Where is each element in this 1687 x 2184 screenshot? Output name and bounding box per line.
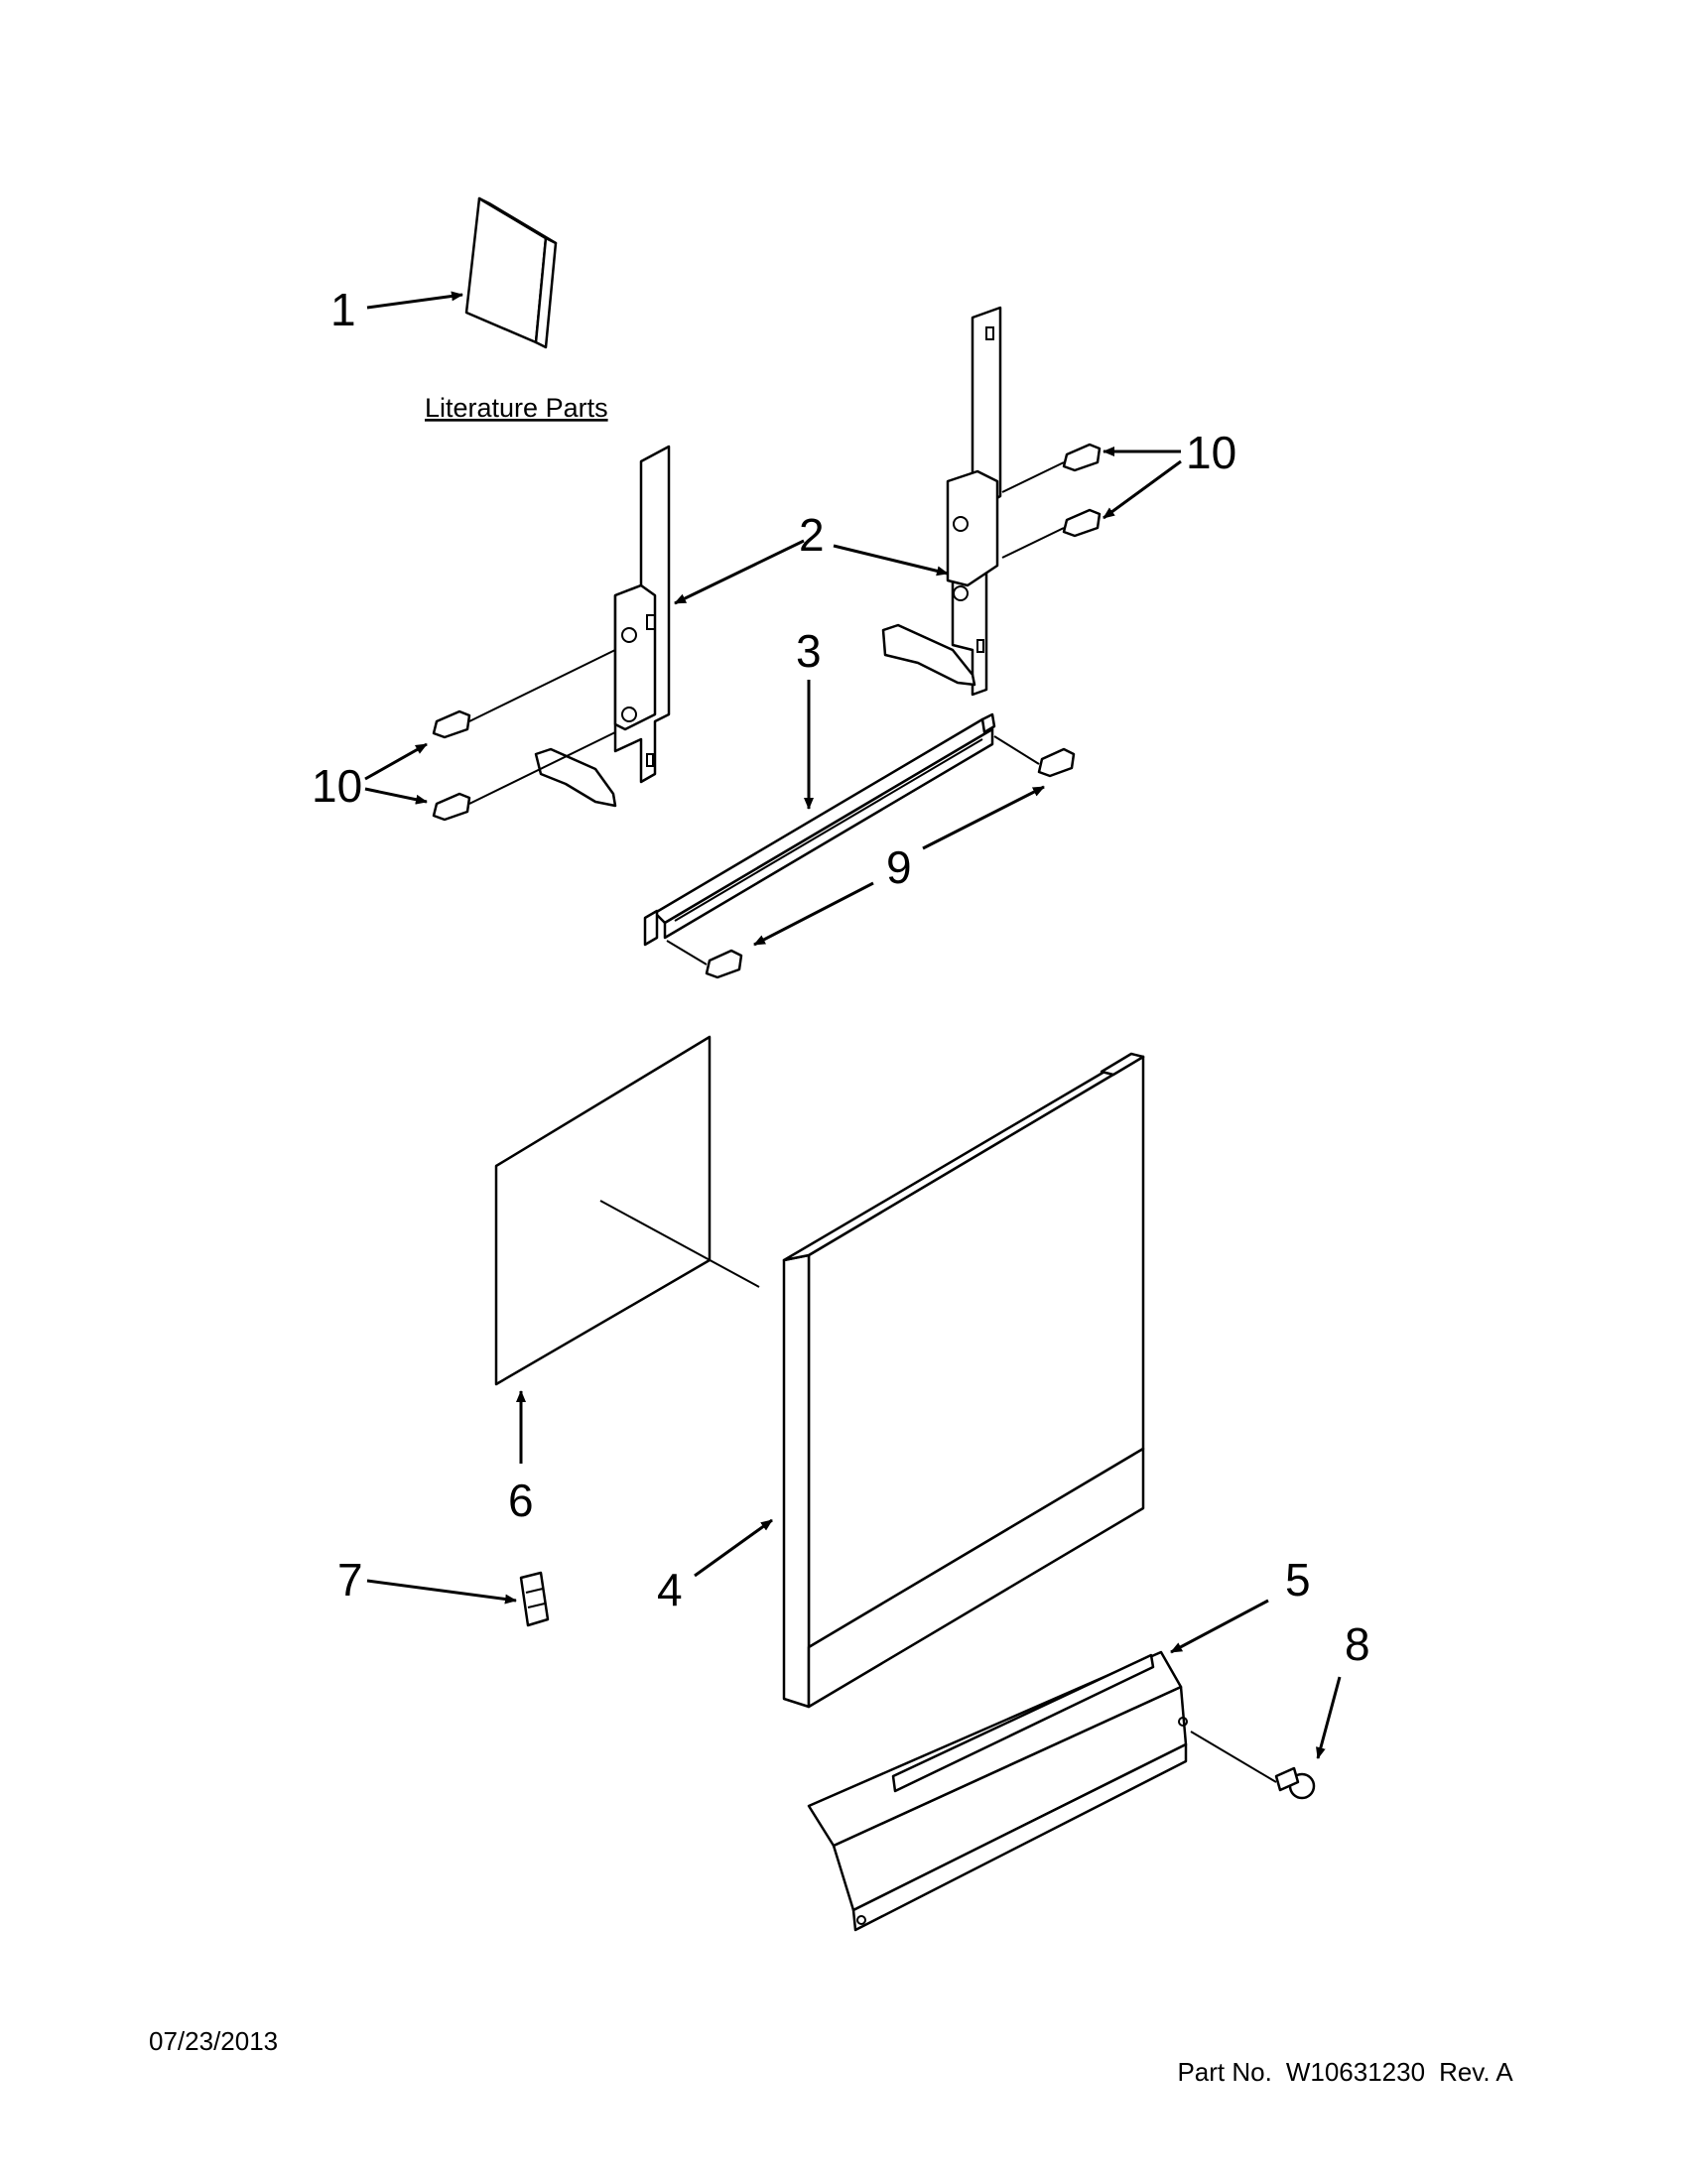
literature-parts-label: Literature Parts [425,393,608,423]
leader-1 [366,291,463,310]
hinge-bracket-right [881,306,1002,697]
door-rail [643,712,996,947]
callout-5: 5 [1285,1554,1311,1606]
callout-10-right: 10 [1186,427,1236,478]
revision: Rev. A [1439,2057,1513,2087]
leader-10-right-b [1103,459,1182,520]
rail-screws [666,735,1076,979]
toe-panel [807,1650,1188,1932]
callout-2: 2 [799,509,825,561]
callout-6: 6 [508,1475,534,1526]
screws-right [1001,443,1102,559]
door-panel [782,1052,1145,1709]
leader-10-left-a [364,742,428,781]
part-number: W10631230 [1285,2057,1426,2087]
part-no-label: Part No. [1177,2057,1272,2087]
leader-7 [366,1579,517,1605]
callout-9: 9 [886,841,912,893]
literature-booklet [464,196,558,349]
door-clip [519,1571,550,1627]
footer-part-info: Part No. W10631230 Rev. A [1163,2026,1527,2088]
leader-4 [694,1518,773,1578]
leader-10-left-b [364,787,428,805]
leader-9a [922,785,1045,850]
insulation-panel [494,1035,760,1386]
callout-1: 1 [330,284,356,335]
callout-7: 7 [337,1554,363,1606]
leader-8 [1316,1676,1342,1759]
screws-left [432,649,616,822]
callout-10-left: 10 [312,760,362,812]
footer-date: 07/23/2013 [149,2026,279,2056]
callout-3: 3 [796,625,822,677]
leader-2b [833,544,949,577]
callout-8: 8 [1345,1618,1370,1670]
callout-4: 4 [657,1564,683,1615]
hinge-bracket-left [534,445,671,808]
leader-5 [1170,1599,1269,1654]
leader-9b [753,881,874,947]
toe-panel-screw [1190,1731,1316,1800]
leader-2a [674,539,805,605]
